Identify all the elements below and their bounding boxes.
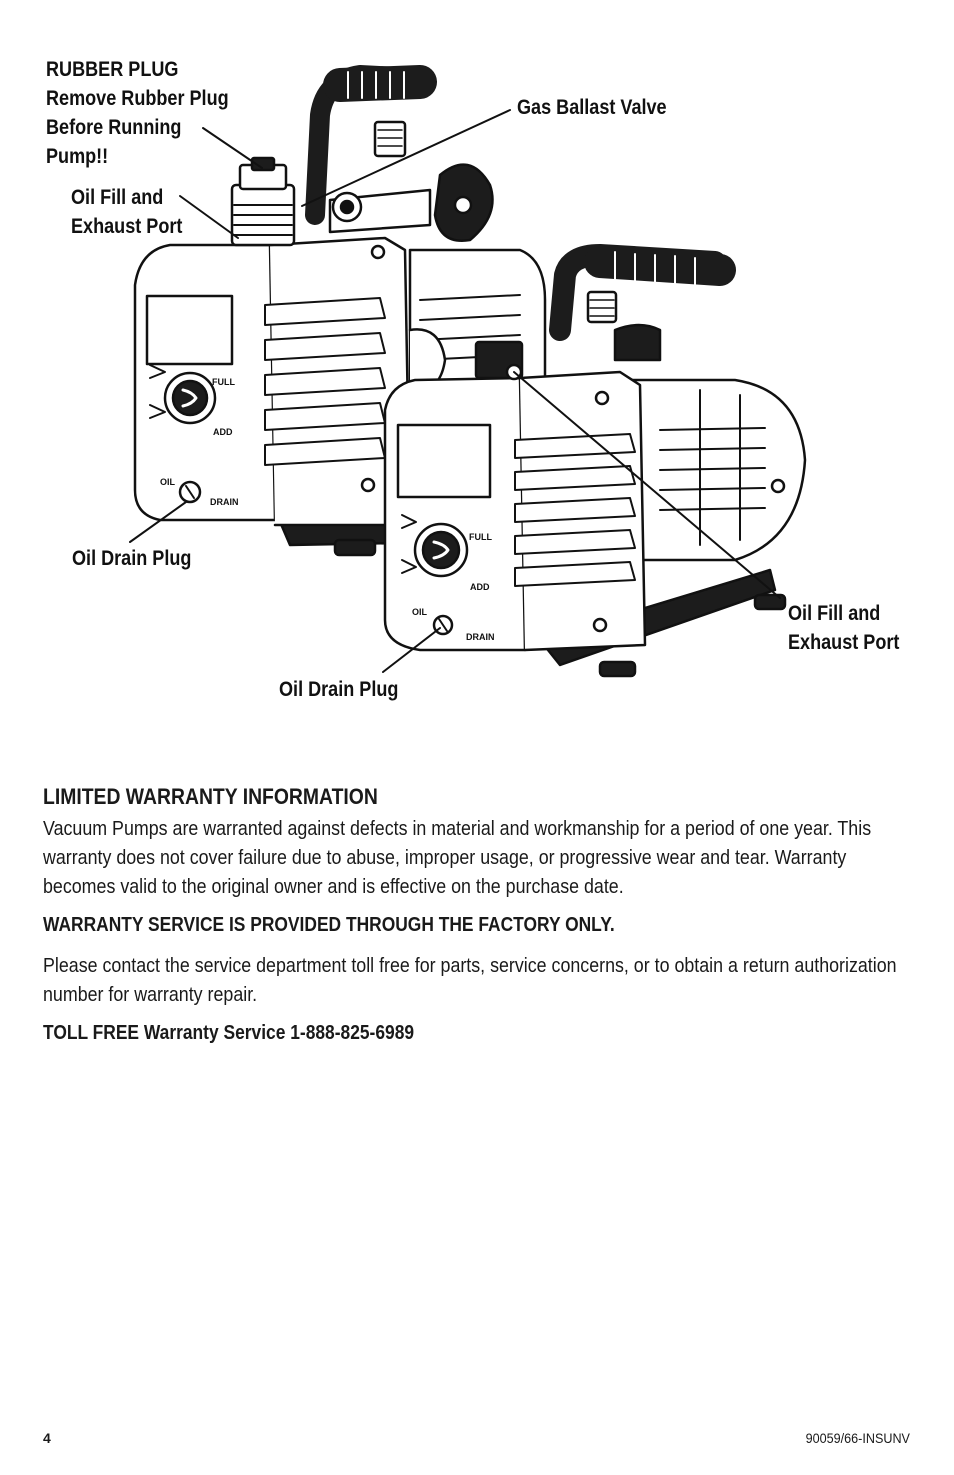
callout-oil-drain-left: Oil Drain Plug xyxy=(72,547,192,570)
leader-oil-drain-bottom xyxy=(382,627,441,673)
front-full-label: FULL xyxy=(469,532,492,542)
front-add-label: ADD xyxy=(470,582,490,592)
pump-illustration: FULL ADD OIL DRAIN FULL ADD OIL DRAIN xyxy=(129,65,807,678)
leader-gas-ballast xyxy=(301,109,511,207)
warranty-heading: LIMITED WARRANTY INFORMATION xyxy=(43,784,378,809)
contact-paragraph: Please contact the service department to… xyxy=(43,954,897,1006)
rear-oil-label: OIL xyxy=(160,477,176,487)
warranty-section: LIMITED WARRANTY INFORMATION Vacuum Pump… xyxy=(43,784,913,1047)
rear-drain-label: DRAIN xyxy=(210,497,239,507)
callout-oil-fill-right: Oil Fill and Exhaust Port xyxy=(788,602,900,654)
document-code: 90059/66-INSUNV xyxy=(805,1430,910,1446)
rear-add-label: ADD xyxy=(213,427,233,437)
leader-rubber-plug xyxy=(202,127,263,169)
rear-full-label: FULL xyxy=(212,377,235,387)
leader-oil-fill-right xyxy=(513,371,781,599)
leader-oil-drain-left xyxy=(129,501,187,543)
pump-diagram: FULL ADD OIL DRAIN FULL ADD OIL DRAIN RU… xyxy=(0,0,954,720)
page-number: 4 xyxy=(43,1430,51,1446)
toll-free-line: TOLL FREE Warranty Service 1-888-825-698… xyxy=(43,1022,415,1044)
callout-oil-drain-bottom: Oil Drain Plug xyxy=(279,678,399,701)
callout-oil-fill-top: Oil Fill and Exhaust Port xyxy=(71,186,183,238)
warranty-paragraph: Vacuum Pumps are warranted against defec… xyxy=(43,817,872,898)
warranty-service-note: WARRANTY SERVICE IS PROVIDED THROUGH THE… xyxy=(43,914,615,936)
callout-rubber-plug: RUBBER PLUG Remove Rubber Plug Before Ru… xyxy=(46,58,229,168)
front-drain-label: DRAIN xyxy=(466,632,495,642)
leader-oil-fill-top xyxy=(179,195,239,239)
callout-gas-ballast: Gas Ballast Valve xyxy=(517,96,667,119)
front-oil-label: OIL xyxy=(412,607,428,617)
